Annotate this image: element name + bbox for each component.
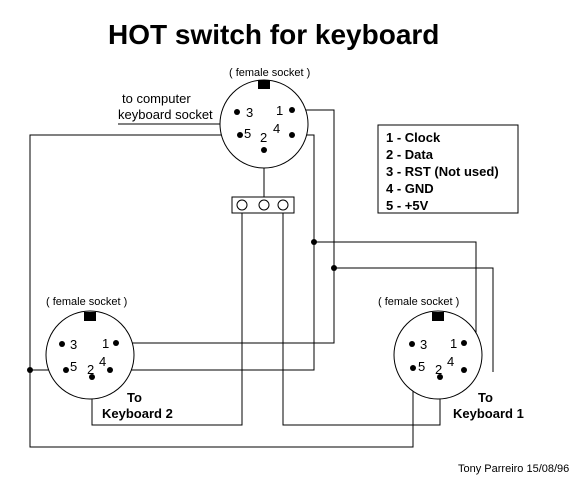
- pin-label: 5: [418, 359, 425, 374]
- wire-data-kb2: [91, 213, 243, 426]
- junction-dot: [331, 265, 337, 271]
- socket-label: ( female socket ): [378, 296, 459, 308]
- pin-label: 2: [87, 362, 94, 377]
- pin-dot: [410, 365, 416, 371]
- credit: Tony Parreiro 15/08/96: [458, 463, 569, 475]
- page-title: HOT switch for keyboard: [108, 19, 439, 50]
- pin-label: 3: [246, 105, 253, 120]
- socket-name: Keyboard 2: [102, 406, 173, 421]
- pin-label: 2: [260, 130, 267, 145]
- socket-key: [84, 312, 96, 321]
- wire-power-5v: [29, 134, 414, 448]
- wire-clock-kb2: [116, 109, 335, 344]
- socket-label: ( female socket ): [229, 67, 310, 79]
- legend-item: 2 - Data: [386, 147, 434, 162]
- input-note: to computer: [122, 91, 191, 106]
- socket-key: [258, 80, 270, 89]
- wire-clock-kb1: [334, 267, 494, 372]
- keyboard1-socket: ( female socket ) 3 1 5 4 2 To Keyboard …: [378, 296, 524, 421]
- socket-body: [393, 310, 483, 400]
- socket-body: [219, 79, 309, 169]
- pin-label: 5: [70, 359, 77, 374]
- legend-box: [377, 124, 519, 214]
- junction-dot: [311, 239, 317, 245]
- pin-label: 4: [273, 121, 280, 136]
- pin-label: 3: [70, 337, 77, 352]
- pin-dot: [409, 341, 415, 347]
- pin-dot: [89, 374, 95, 380]
- pin-dot: [437, 374, 443, 380]
- pin-label: 4: [99, 354, 106, 369]
- socket-label: ( female socket ): [46, 296, 127, 308]
- pin-label: 2: [435, 362, 442, 377]
- socket-to: To: [127, 390, 142, 405]
- legend-item: 4 - GND: [386, 181, 434, 196]
- input-note: keyboard socket: [118, 107, 213, 122]
- pin-dot: [289, 107, 295, 113]
- keyboard2-socket: ( female socket ) 3 1 5 4 2 To Keyboard …: [45, 296, 173, 421]
- socket-body: [45, 310, 135, 400]
- pin-dot: [461, 367, 467, 373]
- pin-dot: [289, 132, 295, 138]
- pin-legend: 1 - Clock 2 - Data 3 - RST (Not used) 4 …: [377, 124, 519, 214]
- pin-dot: [261, 147, 267, 153]
- switch-terminal-left: [236, 199, 248, 211]
- switch: [231, 196, 295, 214]
- pin-label: 1: [276, 103, 283, 118]
- pin-dot: [113, 340, 119, 346]
- junction-dot: [27, 367, 33, 373]
- pin-dot: [107, 367, 113, 373]
- pin-label: 3: [420, 337, 427, 352]
- pin-label: 1: [102, 336, 109, 351]
- pin-label: 5: [244, 126, 251, 141]
- wire-data-kb1: [282, 213, 441, 426]
- socket-key: [432, 312, 444, 321]
- pin-dot: [461, 340, 467, 346]
- computer-socket: ( female socket ) to computer keyboard s…: [118, 67, 310, 169]
- junctions: [27, 239, 337, 373]
- legend-item: 1 - Clock: [386, 130, 441, 145]
- legend-item: 5 - +5V: [386, 198, 429, 213]
- pin-dot: [59, 341, 65, 347]
- pin-dot: [234, 109, 240, 115]
- socket-name: Keyboard 1: [453, 406, 524, 421]
- pin-label: 4: [447, 354, 454, 369]
- pin-dot: [237, 132, 243, 138]
- pin-dot: [63, 367, 69, 373]
- switch-terminal-right: [277, 199, 289, 211]
- switch-terminal-common: [258, 199, 270, 211]
- pin-label: 1: [450, 336, 457, 351]
- legend-item: 3 - RST (Not used): [386, 164, 499, 179]
- socket-to: To: [478, 390, 493, 405]
